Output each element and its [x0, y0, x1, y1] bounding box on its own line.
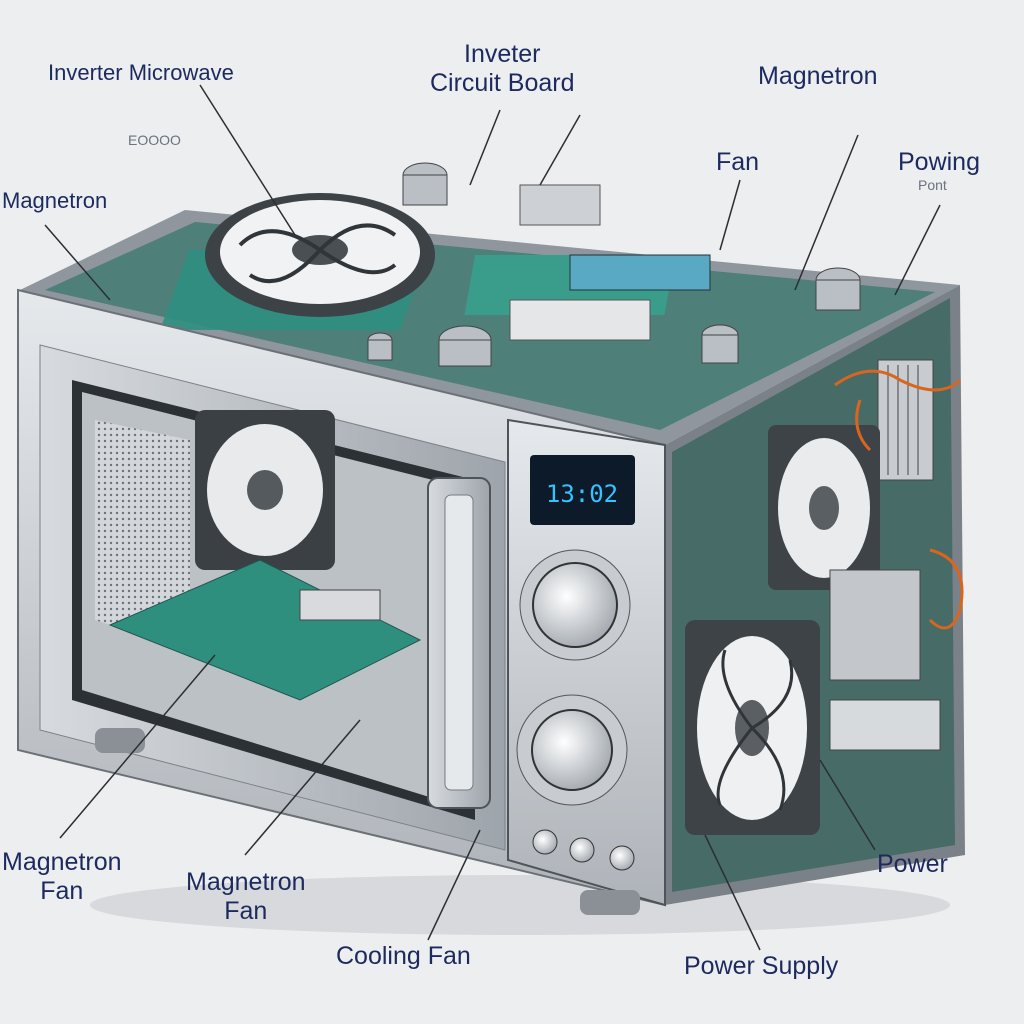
label-power-supply: Power Supply: [684, 952, 839, 980]
display-time: 13:02: [546, 480, 618, 508]
feet: [95, 728, 640, 915]
leader-lines: [44, 84, 941, 951]
display-screen: [530, 455, 635, 525]
label-magnetron-left: Magnetron: [2, 188, 108, 213]
power-knob[interactable]: [531, 709, 613, 791]
power-module: [829, 569, 921, 681]
time-knob[interactable]: [532, 562, 618, 648]
label-cooling-fan: Cooling Fan: [336, 942, 471, 970]
cavity-circuit-board: [108, 559, 422, 701]
side-fan-lower: [685, 620, 820, 835]
power-supply-unit: [829, 699, 941, 751]
button-middle[interactable]: [569, 837, 595, 863]
button-left[interactable]: [532, 829, 558, 855]
label-eoooo: EOOOO: [128, 132, 181, 148]
button-right[interactable]: [609, 845, 635, 871]
control-panel: 13:02: [507, 418, 666, 907]
cavity-fan: [195, 410, 335, 570]
right-side-internals: [665, 285, 965, 905]
front-frame: [17, 288, 666, 907]
label-magnetron-fan-mid: Magnetron Fan: [186, 868, 306, 925]
cavity-mesh: [95, 420, 190, 650]
label-inverter-microwave: Inverter Microwave: [48, 60, 234, 85]
label-power: Power: [877, 850, 948, 878]
label-magnetron-fan-left: Magnetron Fan: [2, 848, 122, 905]
label-magnetron-top: Magnetron: [758, 62, 878, 90]
label-powing-pont: Powing Pont: [898, 148, 980, 193]
top-internals: [20, 162, 960, 445]
label-fan-top: Fan: [716, 148, 760, 176]
side-fan-upper: [768, 425, 880, 590]
top-fan: [205, 193, 435, 317]
label-inverter-circuit-board: Inveter Circuit Board: [430, 40, 575, 97]
